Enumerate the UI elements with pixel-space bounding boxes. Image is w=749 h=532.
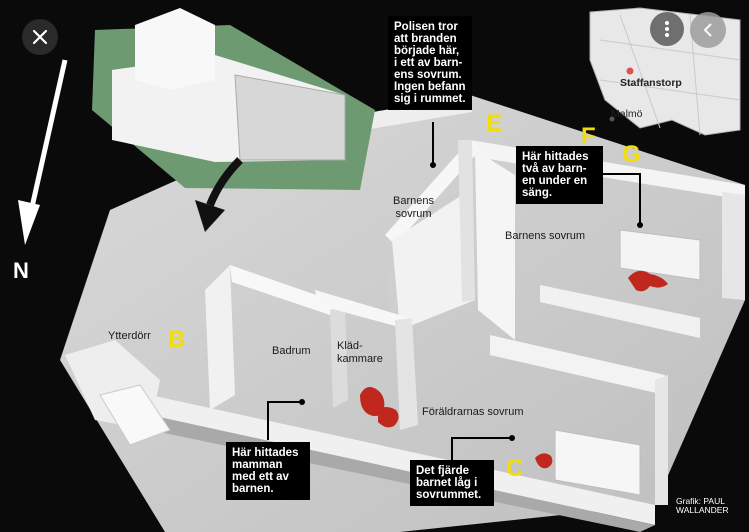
letter-c: C — [506, 455, 524, 482]
victim-marker-parents-room — [535, 453, 553, 469]
room-label-parents-room: Föräldrarnas sovrum — [422, 406, 524, 418]
victim-marker-closet — [360, 387, 385, 417]
outer-wall-south — [150, 395, 655, 525]
inset-arrow — [206, 157, 243, 207]
chevron-left-icon — [703, 23, 712, 37]
map-marker-staffanstorp — [626, 67, 634, 75]
wall-childrens-room-1-front — [392, 190, 475, 330]
letter-b: B — [168, 326, 186, 353]
wall-bathroom-north — [230, 265, 345, 320]
leader-dot-parents — [509, 435, 515, 441]
close-icon — [32, 29, 48, 45]
victim-marker-closet-2 — [378, 407, 399, 428]
wall-childrens-room-1-face — [385, 235, 400, 332]
wall-closet-east — [395, 318, 418, 430]
leader-dot-fire — [430, 162, 436, 168]
leader-dot-closet — [299, 399, 305, 405]
graphic-credit: Grafik: PAUL WALLANDER — [676, 496, 729, 515]
map-marker-malmo — [609, 116, 615, 122]
previous-image-button[interactable] — [690, 12, 726, 48]
victim-markers — [360, 270, 668, 469]
map-label-malmo: Malmö — [611, 108, 643, 120]
north-arrow-head — [18, 200, 40, 245]
leader-lines — [267, 122, 641, 460]
map-label-staffanstorp: Staffanstorp — [620, 77, 682, 89]
outer-wall-east — [722, 192, 745, 300]
wall-bathroom-side — [330, 305, 348, 408]
callout-fire-start: Polisen tror att branden började här, i … — [388, 16, 472, 110]
wall-childrens-room-2-south — [540, 285, 700, 338]
room-label-closet: Kläd- kammare — [337, 340, 383, 365]
room-label-childrens-room-1: Barnens sovrum — [393, 195, 434, 220]
room-label-front-door: Ytterdörr — [108, 330, 151, 342]
map-roads — [599, 14, 741, 136]
compass-north-label: N — [13, 258, 29, 283]
wall-childrens-room-2-west — [475, 150, 515, 340]
wall-parents-room-east — [655, 375, 668, 505]
letter-f: F — [581, 123, 596, 150]
callout-fourth-child: Det fjärde barnet låg i sovrummet. — [410, 460, 494, 506]
wall-bathroom-west — [205, 265, 235, 410]
bed-parents-room — [554, 429, 641, 496]
inset-house-interior — [234, 74, 346, 161]
wall-parents-room-north — [490, 335, 665, 395]
letter-e: E — [486, 110, 503, 137]
bed-childrens-room — [619, 229, 701, 281]
close-button[interactable] — [22, 19, 58, 55]
more-vertical-icon — [665, 21, 669, 37]
wall-closet-north — [315, 290, 410, 330]
callout-two-children: Här hittades två av barn- en under en sä… — [516, 146, 603, 204]
victim-marker-bed — [628, 270, 668, 292]
north-arrow-shaft — [25, 59, 68, 226]
wall-childrens-room-1 — [385, 140, 480, 245]
letter-g: G — [622, 141, 641, 168]
room-label-childrens-room-2: Barnens sovrum — [505, 230, 586, 242]
room-label-bathroom: Badrum — [272, 345, 311, 357]
inset-arrow-head — [195, 200, 225, 232]
leader-dot-bed — [637, 222, 643, 228]
callout-mother: Här hittades mamman med ett av barnen. — [226, 442, 310, 500]
wall-middle — [458, 140, 475, 302]
inset-house-tower — [135, 8, 215, 90]
more-options-button[interactable] — [650, 12, 684, 46]
entry-door — [99, 384, 171, 446]
